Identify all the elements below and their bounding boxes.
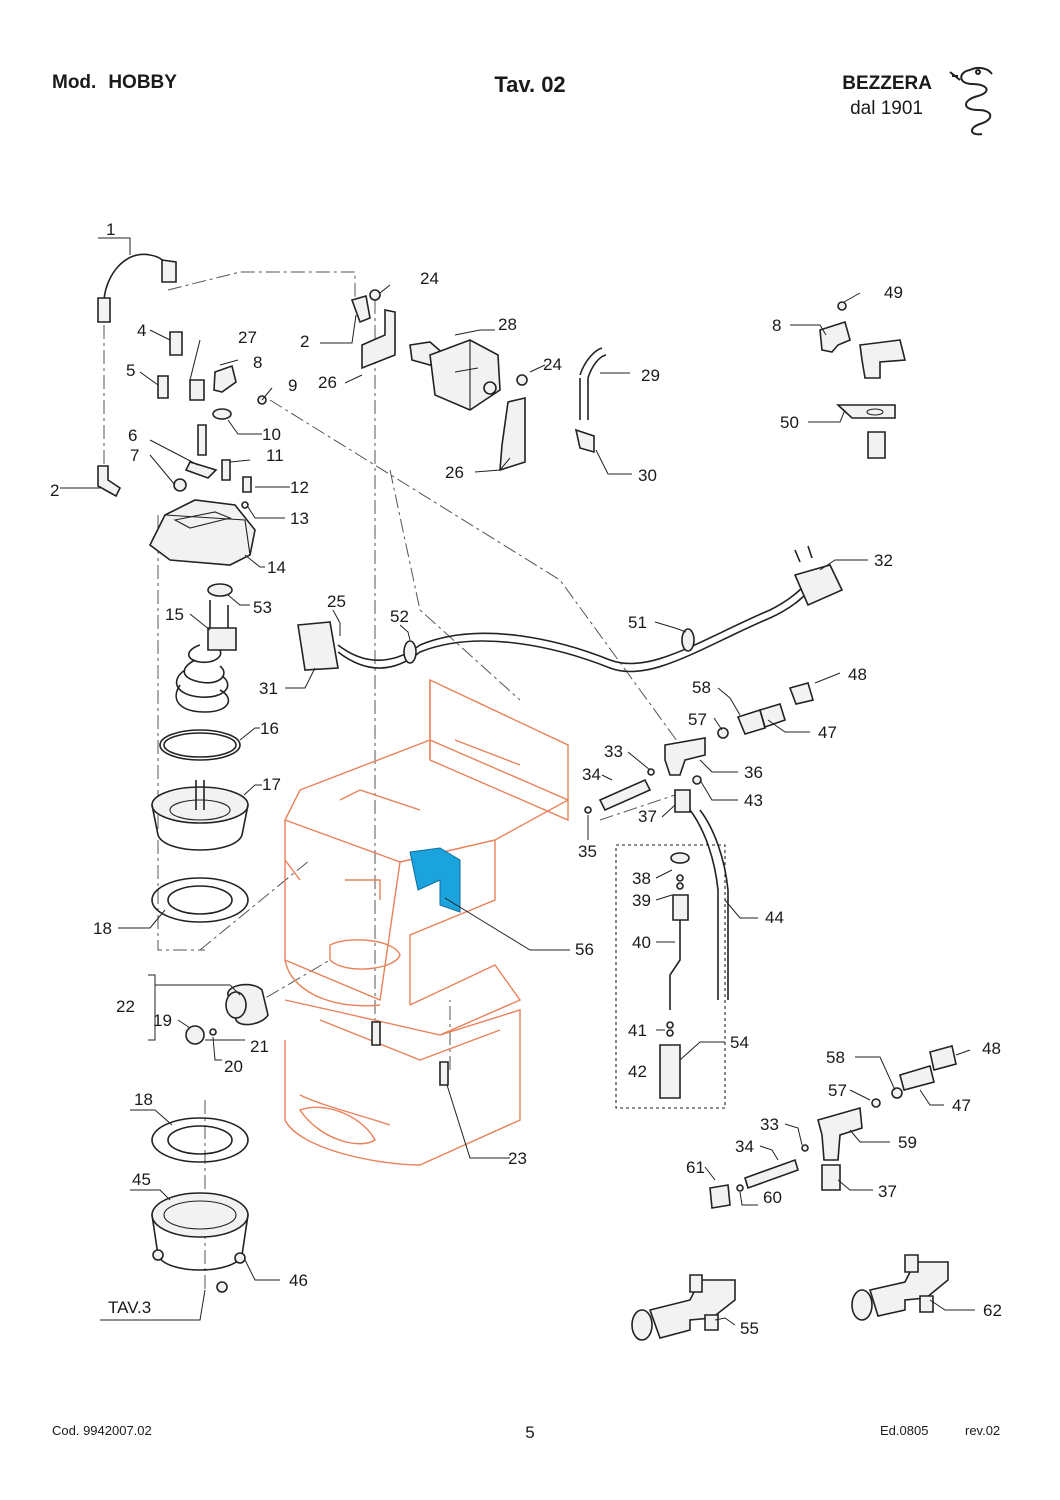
page-number: 5: [525, 1423, 535, 1442]
assembly-axes: [103, 271, 691, 1290]
document-code: Cod. 9942007.02: [52, 1423, 152, 1438]
brand-since: dal 1901: [850, 98, 923, 119]
callout-20: 20: [224, 1057, 243, 1076]
callout-33: 33: [604, 742, 623, 761]
callout-39: 39: [632, 891, 651, 910]
callout-62: 62: [983, 1301, 1002, 1320]
callout-5: 5: [126, 361, 135, 380]
callout-24b: 24: [543, 355, 562, 374]
callout-37b: 37: [878, 1182, 897, 1201]
callout-37: 37: [638, 807, 657, 826]
callout-23: 23: [508, 1149, 527, 1168]
callout-36: 36: [744, 763, 763, 782]
callout-34: 34: [582, 765, 601, 784]
callout-47b: 47: [952, 1096, 971, 1115]
callout-41: 41: [628, 1021, 647, 1040]
callout-2b: 2: [300, 332, 309, 351]
callout-50: 50: [780, 413, 799, 432]
callout-30: 30: [638, 466, 657, 485]
callout-38: 38: [632, 869, 651, 888]
pump-group: [350, 289, 607, 472]
callout-35: 35: [578, 842, 597, 861]
callout-18: 18: [93, 919, 112, 938]
callout-49: 49: [884, 283, 903, 302]
steam-valve-group: [584, 682, 815, 1109]
serpent-logo-icon: [949, 66, 993, 136]
top-right-fitting-group: [819, 301, 907, 459]
callout-28: 28: [498, 315, 517, 334]
callout-25: 25: [327, 592, 346, 611]
callout-44: 44: [765, 908, 784, 927]
callout-29: 29: [641, 366, 660, 385]
callout-8b: 8: [772, 316, 781, 335]
callout-13: 13: [290, 509, 309, 528]
callout-24: 24: [420, 269, 439, 288]
callout-4: 4: [137, 321, 146, 340]
callout-58: 58: [692, 678, 711, 697]
callout-27: 27: [238, 328, 257, 347]
callout-21: 21: [250, 1037, 269, 1056]
left-parts: [97, 253, 449, 1293]
machine-frame: [284, 678, 570, 1166]
callout-22: 22: [116, 997, 135, 1016]
callout-45: 45: [132, 1170, 151, 1189]
callout-14: 14: [267, 558, 286, 577]
leader-lines: [60, 237, 975, 1326]
callout-61: 61: [686, 1158, 705, 1177]
callout-12: 12: [290, 478, 309, 497]
callout-40: 40: [632, 933, 651, 952]
plate-title: Tav. 02: [494, 72, 566, 97]
model-label: Mod. HOBBY: [52, 72, 177, 94]
callout-34b: 34: [735, 1137, 754, 1156]
callout-32: 32: [874, 551, 893, 570]
callout-labels: 1 2 4 27 8 5 9 10 6 11 7 12 2 13 14 53 1…: [50, 220, 1002, 1338]
callout-8: 8: [253, 353, 262, 372]
callout-42: 42: [628, 1062, 647, 1081]
revision: rev.02: [965, 1423, 1001, 1438]
callout-9: 9: [288, 376, 297, 395]
callout-60: 60: [763, 1188, 782, 1207]
callout-48: 48: [848, 665, 867, 684]
callout-17: 17: [262, 775, 281, 794]
model-prefix: Mod.: [52, 72, 97, 93]
callout-26b: 26: [445, 463, 464, 482]
callout-46: 46: [289, 1271, 308, 1290]
callout-16: 16: [260, 719, 279, 738]
callout-52: 52: [390, 607, 409, 626]
callout-7: 7: [130, 446, 139, 465]
edition: Ed.0805: [880, 1423, 929, 1438]
callout-19: 19: [153, 1011, 172, 1030]
callout-54: 54: [730, 1033, 749, 1052]
callout-56: 56: [575, 940, 594, 959]
callout-58b: 58: [826, 1048, 845, 1067]
callout-43: 43: [744, 791, 763, 810]
callout-53: 53: [253, 598, 272, 617]
callout-47: 47: [818, 723, 837, 742]
callout-10: 10: [262, 425, 281, 444]
callout-57: 57: [688, 710, 707, 729]
brand-name: BEZZERA: [842, 73, 932, 94]
callout-1: 1: [106, 220, 115, 239]
callout-55: 55: [740, 1319, 759, 1338]
callout-18b: 18: [134, 1090, 153, 1109]
callout-15: 15: [165, 605, 184, 624]
callout-2: 2: [50, 481, 59, 500]
callout-11: 11: [266, 446, 284, 465]
lower-valve-group: [631, 1045, 957, 1341]
bracket-part-56: [409, 847, 461, 913]
callout-31: 31: [259, 679, 278, 698]
callout-33b: 33: [760, 1115, 779, 1134]
callout-6: 6: [128, 426, 137, 445]
model-name: HOBBY: [108, 72, 177, 93]
callout-51: 51: [628, 613, 647, 632]
callout-26: 26: [318, 373, 337, 392]
callout-59: 59: [898, 1133, 917, 1152]
power-cord-group: [297, 545, 844, 673]
reference-label: TAV.3: [108, 1298, 151, 1317]
callout-48b: 48: [982, 1039, 1001, 1058]
callout-57b: 57: [828, 1081, 847, 1100]
